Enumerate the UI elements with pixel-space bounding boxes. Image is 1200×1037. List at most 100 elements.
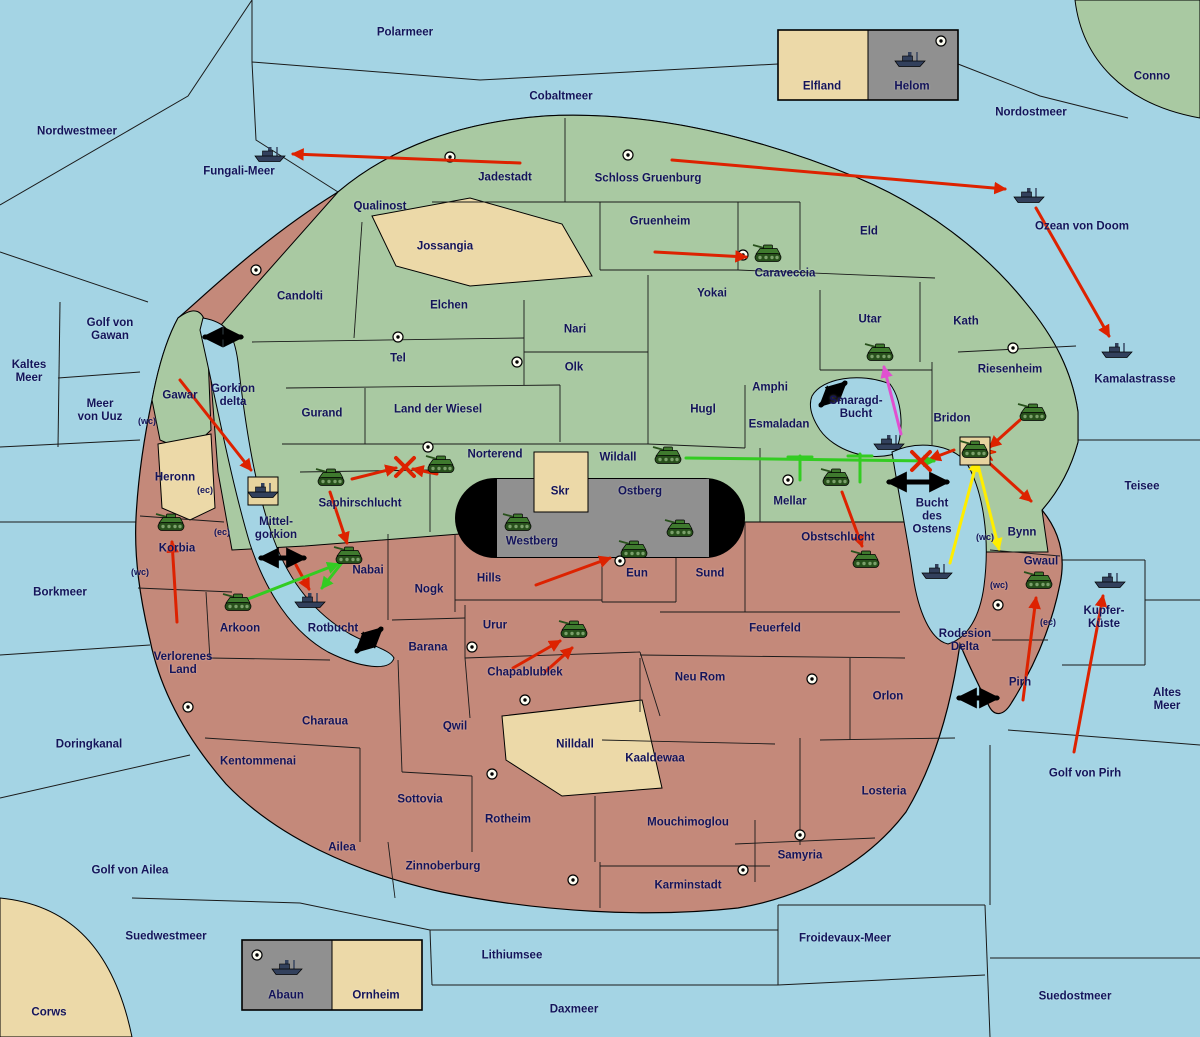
heronn-region[interactable] <box>157 433 216 521</box>
supply-center-icon <box>737 864 749 876</box>
province-border <box>397 659 403 773</box>
move-arrow <box>670 158 1007 195</box>
sea-border <box>1007 729 1200 746</box>
fleet-unit[interactable] <box>894 52 926 67</box>
jossangia-region[interactable] <box>371 197 593 287</box>
move-arrow <box>166 540 179 624</box>
move-arrow <box>988 418 1022 449</box>
province-border <box>601 739 776 745</box>
fleet-unit[interactable] <box>254 147 286 162</box>
fleet-unit[interactable] <box>294 593 326 608</box>
army-unit[interactable] <box>425 455 455 473</box>
supply-center-icon <box>392 331 404 343</box>
army-unit[interactable] <box>558 620 588 638</box>
sea-border <box>251 61 339 193</box>
fleet-unit[interactable] <box>1013 188 1045 203</box>
move-arrow <box>350 464 398 481</box>
fleet-unit[interactable] <box>1101 343 1133 358</box>
supply-center-icon <box>935 35 947 47</box>
move-arrow <box>534 555 612 587</box>
army-unit[interactable] <box>864 343 894 361</box>
supply-center-icon <box>1007 342 1019 354</box>
bounce-x-icon <box>394 456 416 478</box>
army-unit[interactable] <box>618 540 648 558</box>
army-unit[interactable] <box>752 244 782 262</box>
sea-border <box>0 644 151 656</box>
island-box-frame <box>241 939 423 1011</box>
bounce-x-icon <box>910 450 932 472</box>
province-border <box>464 651 641 659</box>
army-unit[interactable] <box>652 446 682 464</box>
move-arrow <box>291 148 522 165</box>
army-unit[interactable] <box>222 593 252 611</box>
move-arrow <box>1072 594 1108 754</box>
province-border <box>734 837 876 845</box>
army-unit[interactable] <box>820 468 850 486</box>
nilldall-region[interactable] <box>501 699 663 797</box>
fleet-unit[interactable] <box>247 476 279 506</box>
skr-region[interactable] <box>533 451 589 513</box>
supply-center-icon <box>466 641 478 653</box>
sea-border <box>0 251 149 303</box>
army-unit[interactable] <box>155 513 185 531</box>
province-border <box>353 221 363 339</box>
army-unit[interactable] <box>333 546 363 564</box>
supply-center-icon <box>519 694 531 706</box>
move-arrow <box>653 250 748 263</box>
fleet-unit[interactable] <box>271 960 303 975</box>
move-arrow <box>511 639 562 670</box>
corws-region[interactable] <box>0 897 133 1037</box>
sea-border <box>957 63 1129 119</box>
island-box-left[interactable] <box>777 29 869 101</box>
province-border <box>204 737 361 749</box>
army-unit[interactable] <box>502 513 532 531</box>
army-unit[interactable] <box>664 519 694 537</box>
supply-center-icon <box>622 149 634 161</box>
province-border <box>819 737 956 741</box>
supply-center-icon <box>422 441 434 453</box>
supply-center-icon <box>251 949 263 961</box>
fleet-unit[interactable] <box>873 435 905 450</box>
move-arrow <box>975 459 1003 551</box>
province-border <box>639 651 661 717</box>
sea-border <box>57 301 61 448</box>
army-unit[interactable] <box>315 468 345 486</box>
province-border <box>285 384 561 389</box>
fleet-unit[interactable] <box>1094 573 1126 588</box>
province-border <box>251 337 525 343</box>
supply-center-icon <box>182 701 194 713</box>
sea-border <box>984 904 991 1037</box>
province-border <box>205 591 211 661</box>
supply-center-icon <box>250 264 262 276</box>
supply-center-icon <box>794 829 806 841</box>
province-border <box>647 443 746 449</box>
move-arrow <box>411 465 439 478</box>
island-box-frame <box>777 29 959 101</box>
army-unit[interactable] <box>959 436 991 466</box>
westberg-ostberg-region[interactable] <box>497 479 709 557</box>
province-border <box>387 841 396 899</box>
army-unit[interactable] <box>1023 571 1053 589</box>
province-border <box>401 771 473 777</box>
move-arrow <box>178 378 253 472</box>
army-unit[interactable] <box>1017 403 1047 421</box>
move-arrow <box>986 460 1033 503</box>
mittelgorkion-channel[interactable] <box>199 317 395 668</box>
province-border <box>639 654 906 659</box>
conno-region[interactable] <box>1074 0 1200 119</box>
island-box-right[interactable] <box>331 939 423 1011</box>
supply-center-icon <box>737 249 749 261</box>
province-border <box>737 269 936 279</box>
army-unit[interactable] <box>850 550 880 568</box>
sea-border <box>429 929 433 986</box>
sea-border <box>57 371 141 379</box>
sea-border <box>131 897 431 931</box>
move-arrow <box>1021 596 1041 702</box>
move-arrow <box>328 490 350 545</box>
supply-center-icon <box>782 474 794 486</box>
fleet-unit[interactable] <box>921 564 953 579</box>
province-border <box>137 587 233 593</box>
move-arrow <box>948 459 981 565</box>
